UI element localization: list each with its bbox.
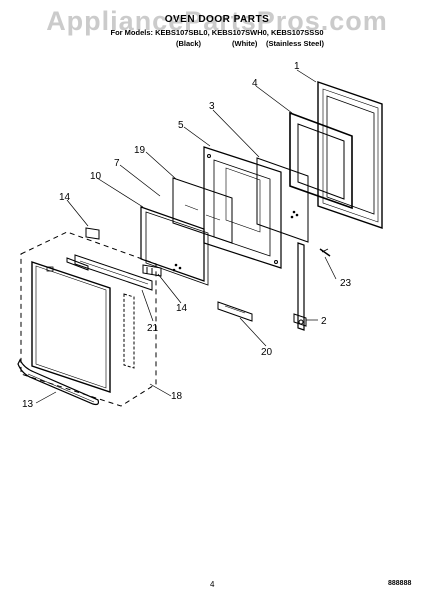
callout-23: 23 — [340, 278, 352, 289]
model-numbers: For Models: KEBS107SBL0, KEBS107SWH0, KE… — [110, 28, 324, 37]
watermark: AppliancePartsPros.com — [46, 6, 388, 36]
part-19-glass-pack — [172, 177, 233, 244]
callout-14-upper: 14 — [59, 192, 71, 203]
callout-18: 18 — [171, 391, 183, 402]
part-5-door-liner — [203, 146, 282, 269]
callout-21: 21 — [147, 323, 159, 334]
color-label-white: (White) — [232, 39, 258, 48]
callout-4: 4 — [252, 78, 258, 89]
part-2-hinge — [293, 242, 307, 331]
page-number: 4 — [210, 580, 215, 589]
callout-3: 3 — [209, 101, 215, 112]
part-23-screw — [319, 248, 331, 257]
callout-10: 10 — [90, 171, 102, 182]
part-3-inner-glass — [256, 157, 309, 243]
callout-20: 20 — [261, 347, 273, 358]
part-10-door-glass — [140, 206, 209, 286]
callout-2: 2 — [321, 316, 327, 327]
callout-7: 7 — [114, 158, 120, 169]
leader-lines — [35, 69, 337, 404]
part-14-clip — [85, 227, 162, 277]
callout-5: 5 — [178, 120, 184, 131]
color-label-stainless: (Stainless Steel) — [266, 39, 324, 48]
part-18-door-assembly — [20, 231, 157, 407]
callout-19: 19 — [134, 145, 146, 156]
diagram-title: OVEN DOOR PARTS — [164, 14, 270, 25]
document-reference: 888888 — [388, 580, 412, 587]
part-1-outer-door — [317, 81, 383, 229]
part-21-strip — [66, 257, 89, 271]
callout-14-lower: 14 — [176, 303, 188, 314]
part-20-vent — [217, 301, 253, 322]
color-label-black: (Black) — [176, 39, 202, 48]
part-13-handle — [17, 358, 100, 406]
callout-1: 1 — [294, 61, 300, 72]
part-4-window-frame — [289, 111, 353, 210]
callout-13: 13 — [22, 399, 34, 410]
